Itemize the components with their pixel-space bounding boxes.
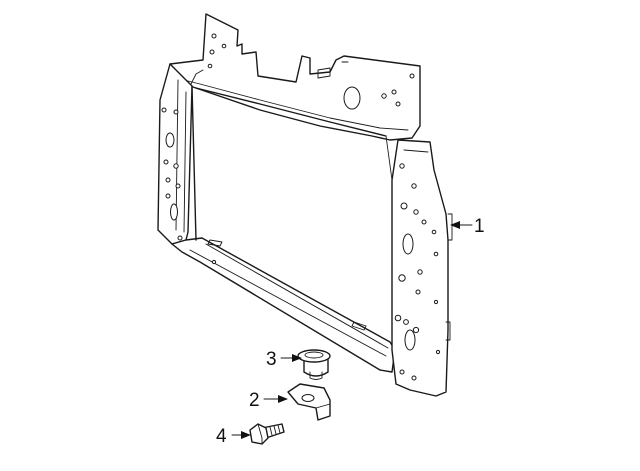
callout-1: 1 — [450, 216, 485, 237]
frame-hole — [435, 349, 441, 355]
frame-hole — [399, 369, 405, 375]
frame-hole — [395, 101, 401, 107]
callout-4: 4 — [216, 426, 251, 447]
frame-hole — [411, 375, 417, 381]
frame-hole — [161, 107, 167, 113]
bolt — [249, 423, 285, 445]
grommet — [297, 349, 331, 380]
frame-hole — [394, 314, 402, 322]
frame-hole — [417, 269, 423, 275]
frame-hole — [398, 274, 406, 282]
frame-hole — [165, 193, 171, 199]
frame-hole — [343, 86, 361, 110]
frame-hole — [173, 163, 179, 169]
frame-hole — [403, 319, 409, 325]
frame-hole — [391, 89, 397, 95]
frame-hole — [421, 219, 427, 225]
frame-hole — [209, 49, 215, 55]
callout-1-label: 1 — [474, 216, 485, 237]
frame-hole — [399, 163, 405, 169]
callout-3: 3 — [266, 349, 302, 370]
callout-2: 2 — [249, 390, 288, 411]
frame-hole — [400, 202, 408, 210]
frame-hole — [433, 299, 439, 305]
frame-hole — [433, 251, 439, 257]
frame-hole — [211, 33, 217, 39]
right-post — [391, 139, 449, 397]
frame-hole — [412, 326, 420, 334]
frame-hole — [404, 329, 416, 351]
frame-hole — [170, 203, 178, 221]
frame-hole — [211, 259, 217, 265]
frame-hole — [221, 43, 227, 49]
frame-hole — [415, 289, 421, 295]
frame-hole — [381, 93, 387, 99]
callout-2-label: 2 — [249, 390, 260, 411]
frame-hole — [165, 177, 171, 183]
callout-3-label: 3 — [266, 349, 277, 370]
frame-hole — [207, 63, 213, 69]
frame-hole — [165, 132, 175, 148]
frame-hole — [413, 209, 419, 215]
frame-hole — [163, 159, 169, 165]
frame-hole — [431, 229, 437, 235]
radiator-support-frame — [157, 13, 453, 397]
frame-hole — [173, 109, 179, 115]
bracket — [287, 383, 331, 421]
frame-hole — [409, 73, 415, 79]
top-cross-member — [169, 13, 421, 141]
frame-hole — [411, 183, 417, 189]
frame-hole — [402, 233, 414, 255]
frame-hole — [177, 235, 183, 241]
frame-hole — [175, 183, 181, 189]
callout-4-label: 4 — [216, 426, 227, 447]
